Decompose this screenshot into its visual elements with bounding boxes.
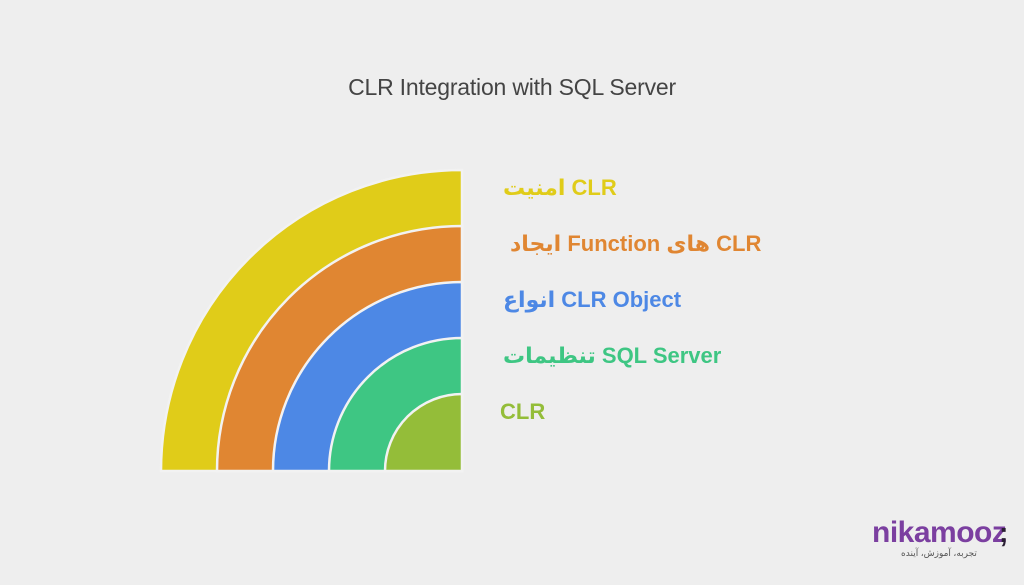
logo-semicolon: ;: [999, 517, 1009, 548]
layer-label-sql-server-settings: تنظیمات SQL Server: [503, 343, 722, 368]
layer-arc-4: [383, 392, 464, 473]
nikamooz-logo: nikamooz ; تجربه، آموزش، آینده: [872, 518, 1022, 568]
layer-label-clr-object-types: انواع CLR Object: [503, 287, 682, 312]
logo-tagline: تجربه، آموزش، آینده: [901, 548, 977, 558]
diagram-title: CLR Integration with SQL Server: [348, 74, 676, 100]
layer-label-clr-functions: ایجاد Function های CLR: [510, 231, 762, 256]
layer-label-clr: CLR: [500, 399, 546, 424]
logo-wordmark: nikamooz: [872, 516, 1007, 549]
layer-label-clr-security: امنیت CLR: [503, 175, 617, 200]
